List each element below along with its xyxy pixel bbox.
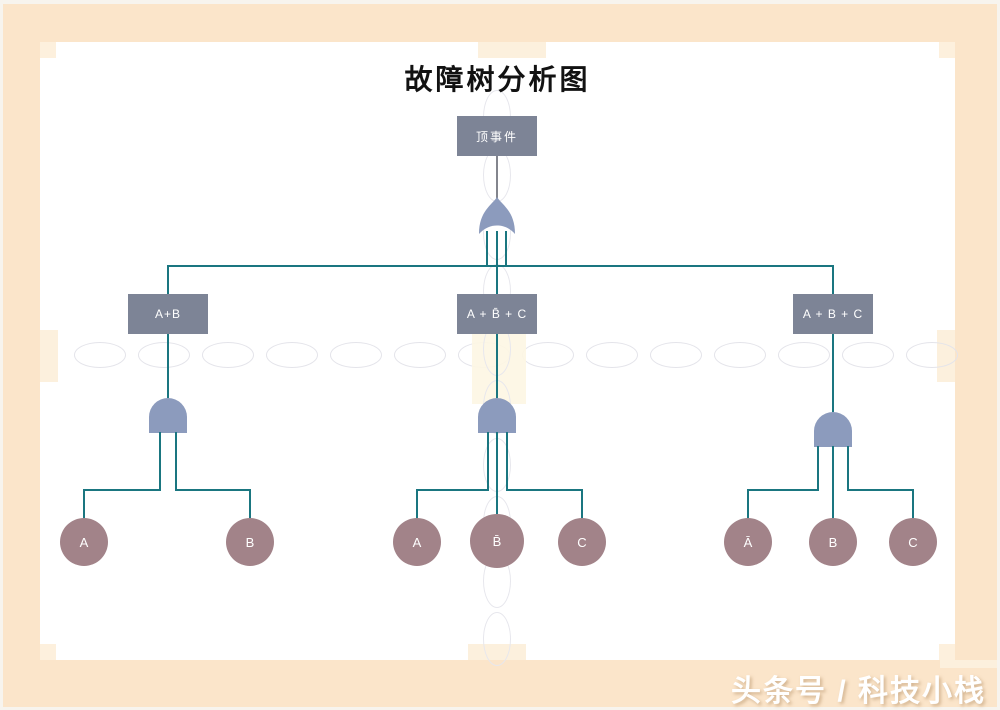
watermark-ellipse [714, 342, 766, 368]
connector-line [506, 489, 583, 491]
frame-corner [939, 644, 955, 660]
connector-line [175, 432, 177, 491]
basic-event-circle: A [60, 518, 108, 566]
and-gate-icon [478, 398, 516, 433]
connector-line [832, 265, 834, 295]
page-edge [0, 0, 1000, 4]
connector-line [159, 432, 161, 491]
connector-line [581, 489, 583, 518]
branch-box: A + B + C [793, 294, 873, 334]
connector-line [847, 489, 914, 491]
connector-line [249, 489, 251, 518]
watermark-ellipse [74, 342, 126, 368]
connector-line [912, 489, 914, 518]
branch-box: A + B̄ + C [457, 294, 537, 334]
watermark-ellipse [138, 342, 190, 368]
frame-corner [939, 42, 955, 58]
connector-line [832, 446, 834, 518]
connector-line [505, 231, 507, 267]
basic-event-circle: B [809, 518, 857, 566]
connector-line [175, 489, 251, 491]
top-event-box: 顶事件 [457, 116, 537, 156]
watermark-ellipse [483, 612, 511, 666]
and-gate-icon [149, 398, 187, 433]
top-event-label: 顶事件 [475, 129, 518, 144]
or-gate-icon [479, 197, 515, 234]
basic-event-circle: B [226, 518, 274, 566]
watermark-ellipse [842, 342, 894, 368]
connector-line [496, 432, 498, 514]
frame-corner [40, 42, 56, 58]
connector-line [167, 265, 169, 295]
watermark-text: 头条号 / 科技小栈 [730, 675, 986, 708]
event-label: Ā [743, 534, 753, 550]
basic-event-circle: B̄ [470, 514, 524, 568]
connector-line [747, 489, 749, 518]
connector-line [496, 156, 498, 199]
page-edge [0, 0, 3, 710]
connector-line [832, 334, 834, 412]
connector-line [83, 489, 85, 518]
event-label: A [79, 534, 89, 550]
branch-box: A+B [128, 294, 208, 334]
event-label: B [245, 534, 255, 550]
event-label: C [577, 534, 587, 550]
watermark-ellipse [906, 342, 958, 368]
frame-corner [40, 644, 56, 660]
connector-line [496, 231, 498, 295]
branch-expression: A+B [154, 307, 181, 321]
connector-line [506, 432, 508, 491]
connector-line [167, 265, 834, 267]
connector-line [416, 489, 418, 518]
watermark-ellipse [394, 342, 446, 368]
basic-event-circle: A [393, 518, 441, 566]
connector-line [416, 489, 489, 491]
page-edge [0, 707, 1000, 710]
watermark-ellipse [778, 342, 830, 368]
connector-line [486, 231, 488, 267]
connector-line [167, 334, 169, 398]
basic-event-circle: C [558, 518, 606, 566]
event-label: A [412, 534, 422, 550]
branch-expression: A + B + C [802, 307, 864, 321]
basic-event-circle: Ā [724, 518, 772, 566]
page-title: 故障树分析图 [404, 65, 591, 96]
and-gate-icon [814, 412, 852, 447]
frame-tab-top [478, 42, 546, 58]
branch-expression: A + B̄ + C [466, 307, 528, 321]
event-label: B [828, 534, 838, 550]
watermark-ellipse [650, 342, 702, 368]
connector-line [817, 446, 819, 491]
watermark-ellipse [266, 342, 318, 368]
watermark-ellipse [330, 342, 382, 368]
watermark-ellipse [586, 342, 638, 368]
connector-line [83, 489, 161, 491]
connector-line [487, 432, 489, 491]
watermark-ellipse [522, 342, 574, 368]
frame-tab-left [40, 330, 58, 382]
connector-line [496, 334, 498, 398]
connector-line [847, 446, 849, 491]
event-label: C [908, 534, 918, 550]
frame-tab-bottom-right [940, 660, 1000, 668]
watermark-ellipse [202, 342, 254, 368]
event-label: B̄ [492, 533, 502, 549]
basic-event-circle: C [889, 518, 937, 566]
page-edge [997, 0, 1000, 710]
connector-line [747, 489, 819, 491]
